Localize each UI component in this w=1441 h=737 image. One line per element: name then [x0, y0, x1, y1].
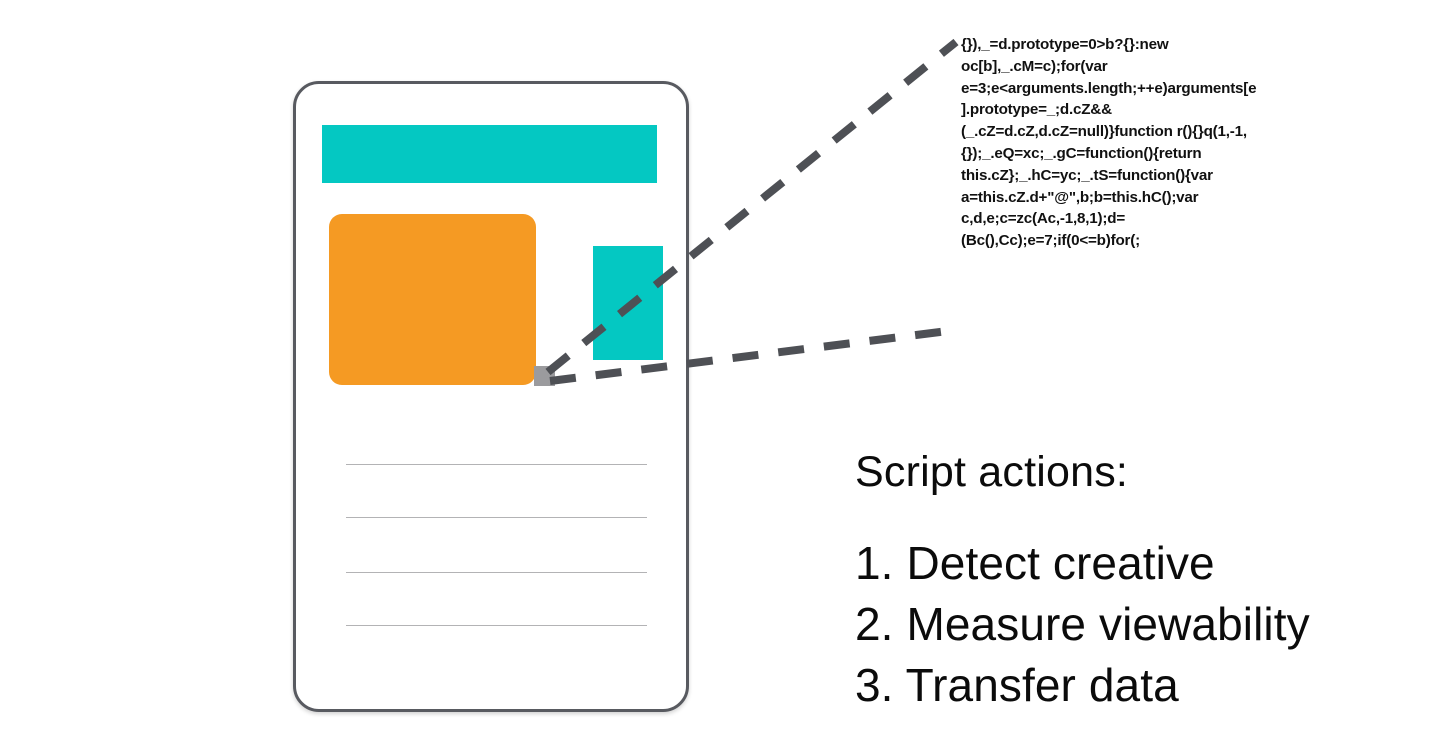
script-actions-heading: Script actions:: [855, 448, 1129, 496]
script-action-item: 3. Transfer data: [855, 659, 1179, 711]
script-action-item: 1. Detect creative: [855, 537, 1215, 589]
code-snippet-text: {}),_=d.prototype=0>b?{}:new oc[b],_.cM=…: [961, 36, 1257, 250]
teal-side-placeholder: [593, 246, 663, 360]
content-line: [346, 464, 647, 465]
tracking-pixel-marker: [534, 366, 555, 386]
content-line: [346, 517, 647, 518]
orange-creative-placeholder: [329, 214, 536, 385]
content-line: [346, 625, 647, 626]
script-action-item: 2. Measure viewability: [855, 598, 1310, 650]
content-line: [346, 572, 647, 573]
script-actions-list: 1. Detect creative 2. Measure viewabilit…: [855, 533, 1310, 716]
teal-banner-placeholder: [322, 125, 657, 183]
